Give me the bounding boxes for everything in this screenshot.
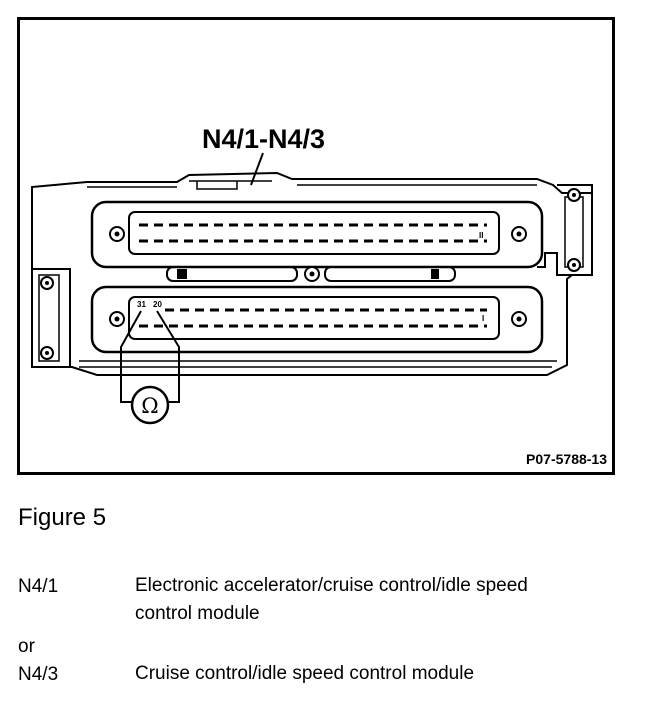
legend-code-n4-1: N4/1: [18, 576, 59, 597]
connector-II-roman: II: [479, 231, 483, 240]
legend-separator: or: [18, 636, 35, 657]
probe-lead-right: [156, 310, 180, 403]
connector-II-socket: [128, 211, 500, 255]
housing-bottom-rail: [79, 360, 557, 368]
ohm-sign: Ω: [141, 394, 158, 418]
legend-code-n4-3: N4/3: [18, 664, 59, 685]
left-bracket-plate: [38, 274, 60, 362]
connector-I-screw-right-dot: [516, 316, 522, 322]
pin-31-label: 31: [137, 300, 146, 309]
connector-I-roman: I: [482, 314, 484, 323]
connector-I-housing: [90, 285, 544, 354]
legend-desc-n4-3: Cruise control/idle speed control module: [135, 663, 475, 684]
connector-I-socket: [128, 296, 500, 340]
middle-slot-left-latch: [177, 269, 187, 279]
legend-desc-n4-1-line2: control module: [135, 603, 260, 624]
middle-slot-right-latch: [431, 269, 439, 279]
legend-desc-n4-1-line1: Electronic accelerator/cruise control/id…: [135, 575, 528, 596]
figure-caption: Figure 5: [18, 504, 107, 531]
component-label: N4/1-N4/3: [202, 124, 325, 154]
ohmmeter-symbol: [130, 385, 170, 425]
housing-tab: [196, 181, 238, 190]
legend-desc-n4-1: Electronic accelerator/cruise control/id…: [135, 572, 635, 628]
label-leader-line: [250, 152, 264, 186]
reference-code: P07-5788-13: [526, 451, 607, 467]
connector-II-housing: [90, 200, 544, 269]
middle-slot-left: [166, 266, 298, 282]
connector-I-screw-left-dot: [114, 316, 120, 322]
left-bracket: [31, 268, 71, 368]
probe-lead-left: [120, 310, 142, 403]
right-bracket-screw-bottom-dot: [572, 263, 576, 267]
left-bracket-screw-bottom-dot: [45, 351, 49, 355]
connector-II-screw-left-dot: [114, 231, 120, 237]
housing-rail: [87, 180, 537, 188]
left-bracket-screw-top-dot: [45, 281, 49, 285]
right-bracket-plate: [564, 196, 584, 268]
right-bracket: [537, 184, 593, 276]
frame-border: [17, 17, 615, 475]
middle-screw-dot: [309, 271, 315, 277]
pin-20-label: 20: [153, 300, 162, 309]
control-module-diagram: N4/1-N4/3 II 31 20 I Ω: [17, 17, 615, 475]
connector-II-screw-right-dot: [516, 231, 522, 237]
diagram-frame: N4/1-N4/3 II 31 20 I Ω: [17, 17, 615, 475]
middle-slot-right: [324, 266, 456, 282]
right-bracket-screw-top-dot: [572, 193, 576, 197]
